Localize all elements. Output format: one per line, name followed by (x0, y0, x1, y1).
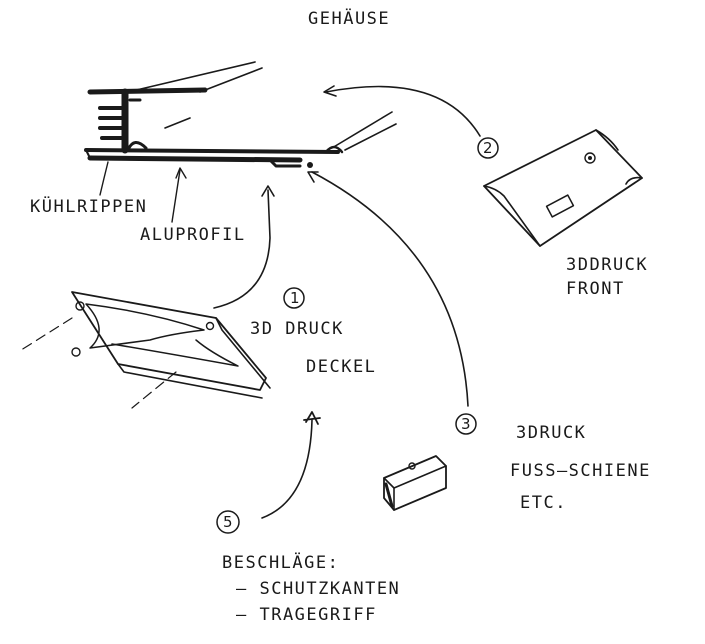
label-3d-druck-deckel: 3D DRUCK (250, 319, 344, 339)
label-aluprofil: ALUPROFIL (140, 225, 246, 245)
deckel-drawing (17, 291, 271, 409)
fuss-schiene-drawing (383, 455, 447, 511)
label-etc: ETC. (520, 493, 567, 513)
label-deckel: DECKEL (306, 357, 376, 377)
number-circle-2 (477, 137, 499, 159)
number-circle-1 (283, 287, 305, 309)
label-tragegriff: – TRAGEGRIFF (236, 605, 377, 625)
arrowhead-front (323, 85, 337, 97)
number-circle-5 (216, 510, 240, 534)
arrow-beschlaege (261, 419, 313, 519)
label-kuehlrippen: KÜHLRIPPEN (30, 195, 147, 217)
leader-aluprofil-arrowhead (175, 167, 187, 179)
number-2: 2 (483, 139, 493, 157)
leader-aluprofil (171, 169, 181, 223)
arrow-deckel-to-profile (213, 189, 271, 309)
arrowhead-beschlaege (303, 411, 321, 425)
label-beschlaege: BESCHLÄGE: (222, 552, 339, 573)
label-front: FRONT (566, 279, 625, 299)
number-circle-3 (455, 413, 477, 435)
label-3ddruck-front: 3DDRUCK (566, 255, 648, 275)
title-gehaeuse: GEHÄUSE (308, 8, 390, 29)
label-3druck: 3DRUCK (516, 423, 586, 443)
label-schutzkanten: – SCHUTZKANTEN (236, 579, 400, 599)
number-1: 1 (290, 289, 300, 307)
arrow-fuss-to-profile (311, 171, 469, 407)
arrowhead-fuss (307, 171, 319, 183)
leader-kuehlrippen (99, 161, 109, 196)
front-drawing (483, 129, 643, 247)
aluprofil-drawing (84, 61, 397, 168)
arrow-front-to-profile (325, 85, 481, 137)
number-5: 5 (223, 513, 233, 531)
label-fuss-schiene: FUSS—SCHIENE (510, 461, 651, 481)
number-3: 3 (461, 415, 471, 433)
arrowhead-deckel (261, 185, 275, 197)
